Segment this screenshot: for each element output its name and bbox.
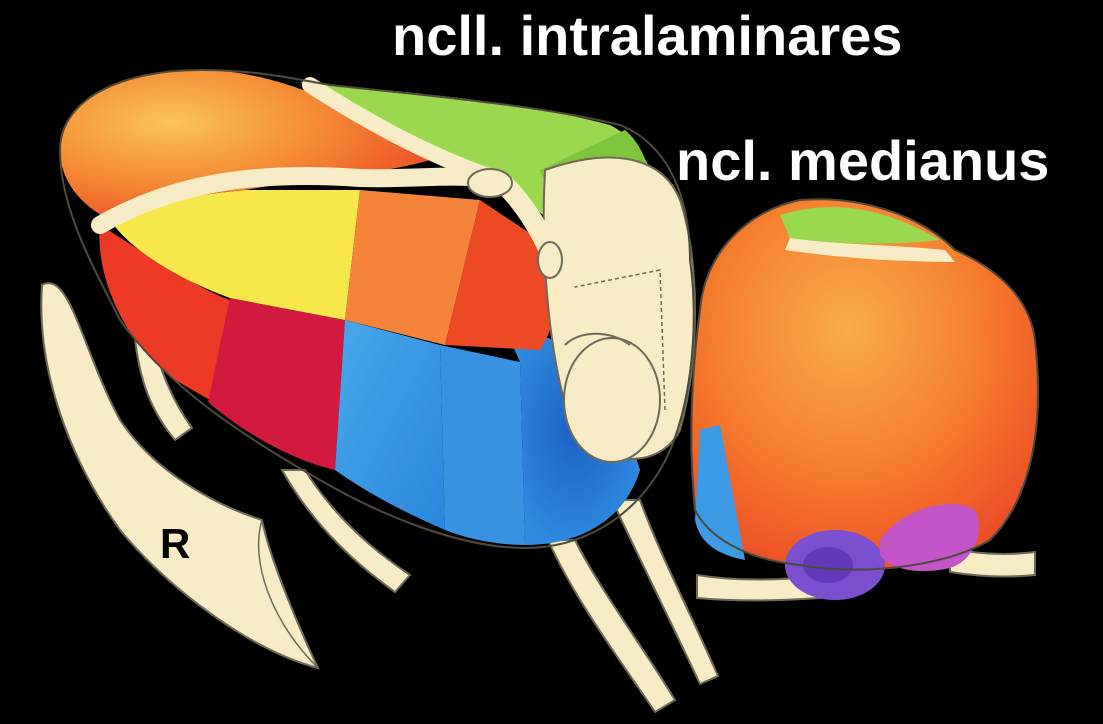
- label-median-nucleus: ncl. medianus: [676, 133, 1049, 189]
- label-reticular-nucleus: R: [160, 523, 190, 565]
- right-thalamus: [691, 199, 1038, 600]
- label-intralaminar-nuclei: ncll. intralaminares: [392, 8, 902, 64]
